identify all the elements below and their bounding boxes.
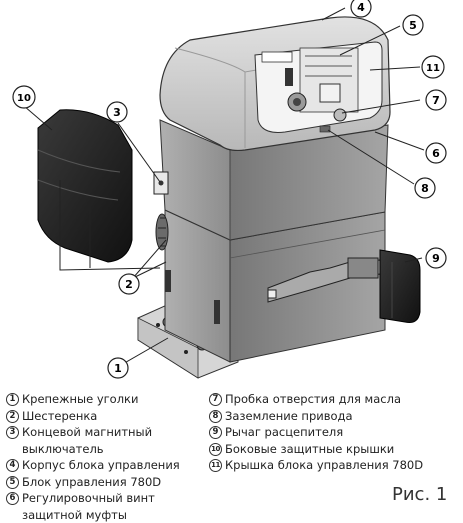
svg-text:11: 11 <box>426 63 440 74</box>
side-cover-right <box>379 249 421 323</box>
svg-text:4: 4 <box>357 1 365 14</box>
callout-2: 2 <box>118 273 140 295</box>
legend-number: 3 <box>6 426 19 439</box>
control-unit-780d <box>254 41 383 133</box>
legend-number: 11 <box>209 459 222 472</box>
fixing-bolts <box>165 270 220 324</box>
callout-5: 5 <box>402 14 424 36</box>
callout-6: 6 <box>425 142 447 164</box>
svg-text:8: 8 <box>421 182 429 195</box>
figure-label: Рис. 1 <box>392 484 448 505</box>
legend-number: 9 <box>209 426 222 439</box>
legend-number: 7 <box>209 393 222 406</box>
legend-number: 2 <box>6 409 19 423</box>
callout-8: 8 <box>414 177 436 199</box>
legend-item: 7 Пробка отверстия для масла <box>209 391 459 408</box>
oil-plug <box>333 108 347 122</box>
legend-item: 2 Шестеренка <box>6 408 224 425</box>
legend-text: Крепежные уголки <box>22 392 139 406</box>
legend-item: 1 Крепежные уголки <box>6 391 224 408</box>
legend-text: Шестеренка <box>22 408 98 423</box>
legend-item: 11 Крышка блока управления 780D <box>209 457 459 474</box>
legend-text: Корпус блока управления <box>22 458 180 472</box>
legend-number: 4 <box>6 459 19 472</box>
legend-right: 7 Пробка отверстия для масла 8 Заземлени… <box>209 391 459 474</box>
legend-item: 3 Концевой магнитный выключатель <box>6 424 224 457</box>
callout-7: 7 <box>425 89 447 111</box>
callout-11: 11 <box>421 55 445 79</box>
limit-switch <box>153 171 169 195</box>
legend-text: Концевой магнитный выключатель <box>22 425 153 456</box>
legend-item: 8 Заземление привода <box>209 408 459 425</box>
legend-text: Боковые защитные крышки <box>225 441 395 456</box>
svg-text:3: 3 <box>113 106 121 119</box>
legend-item: 9 Рычаг расцепителя <box>209 424 459 441</box>
legend-number: 5 <box>6 475 19 489</box>
callout-3: 3 <box>106 101 128 123</box>
drive-ground <box>319 125 331 133</box>
legend-number: 1 <box>6 393 19 406</box>
legend-text: Крышка блока управления 780D <box>225 458 424 472</box>
legend-left: 1 Крепежные уголки 2 Шестеренка 3 Концев… <box>6 391 224 523</box>
svg-text:7: 7 <box>432 94 440 107</box>
svg-text:5: 5 <box>409 19 417 32</box>
svg-text:6: 6 <box>432 147 440 160</box>
callout-10: 10 <box>12 85 36 109</box>
svg-text:9: 9 <box>432 252 440 265</box>
callout-9: 9 <box>425 247 447 269</box>
legend-item: 6 Регулировочный винт защитной муфты <box>6 490 224 523</box>
legend-item: 5 Блок управления 780D <box>6 474 224 491</box>
svg-text:10: 10 <box>17 93 31 104</box>
legend-number: 8 <box>209 409 222 423</box>
legend-item: 10 Боковые защитные крышки <box>209 441 459 458</box>
legend-item: 4 Корпус блока управления <box>6 457 224 474</box>
clutch-adjustment-screw <box>287 92 307 112</box>
side-cover-left <box>37 109 133 263</box>
legend-text: Пробка отверстия для масла <box>225 392 401 406</box>
leader-lines <box>23 7 425 366</box>
legend-text: Рычаг расцепителя <box>225 425 344 439</box>
legend-number: 6 <box>6 492 19 505</box>
callout-1: 1 <box>107 357 129 379</box>
svg-text:2: 2 <box>125 278 133 291</box>
svg-text:1: 1 <box>114 362 122 375</box>
callout-4: 4 <box>350 0 372 18</box>
legend-number: 10 <box>209 442 222 456</box>
legend-text: Блок управления 780D <box>22 474 162 489</box>
legend-text: Заземление привода <box>225 408 353 423</box>
legend-text: Регулировочный винт защитной муфты <box>22 491 155 522</box>
